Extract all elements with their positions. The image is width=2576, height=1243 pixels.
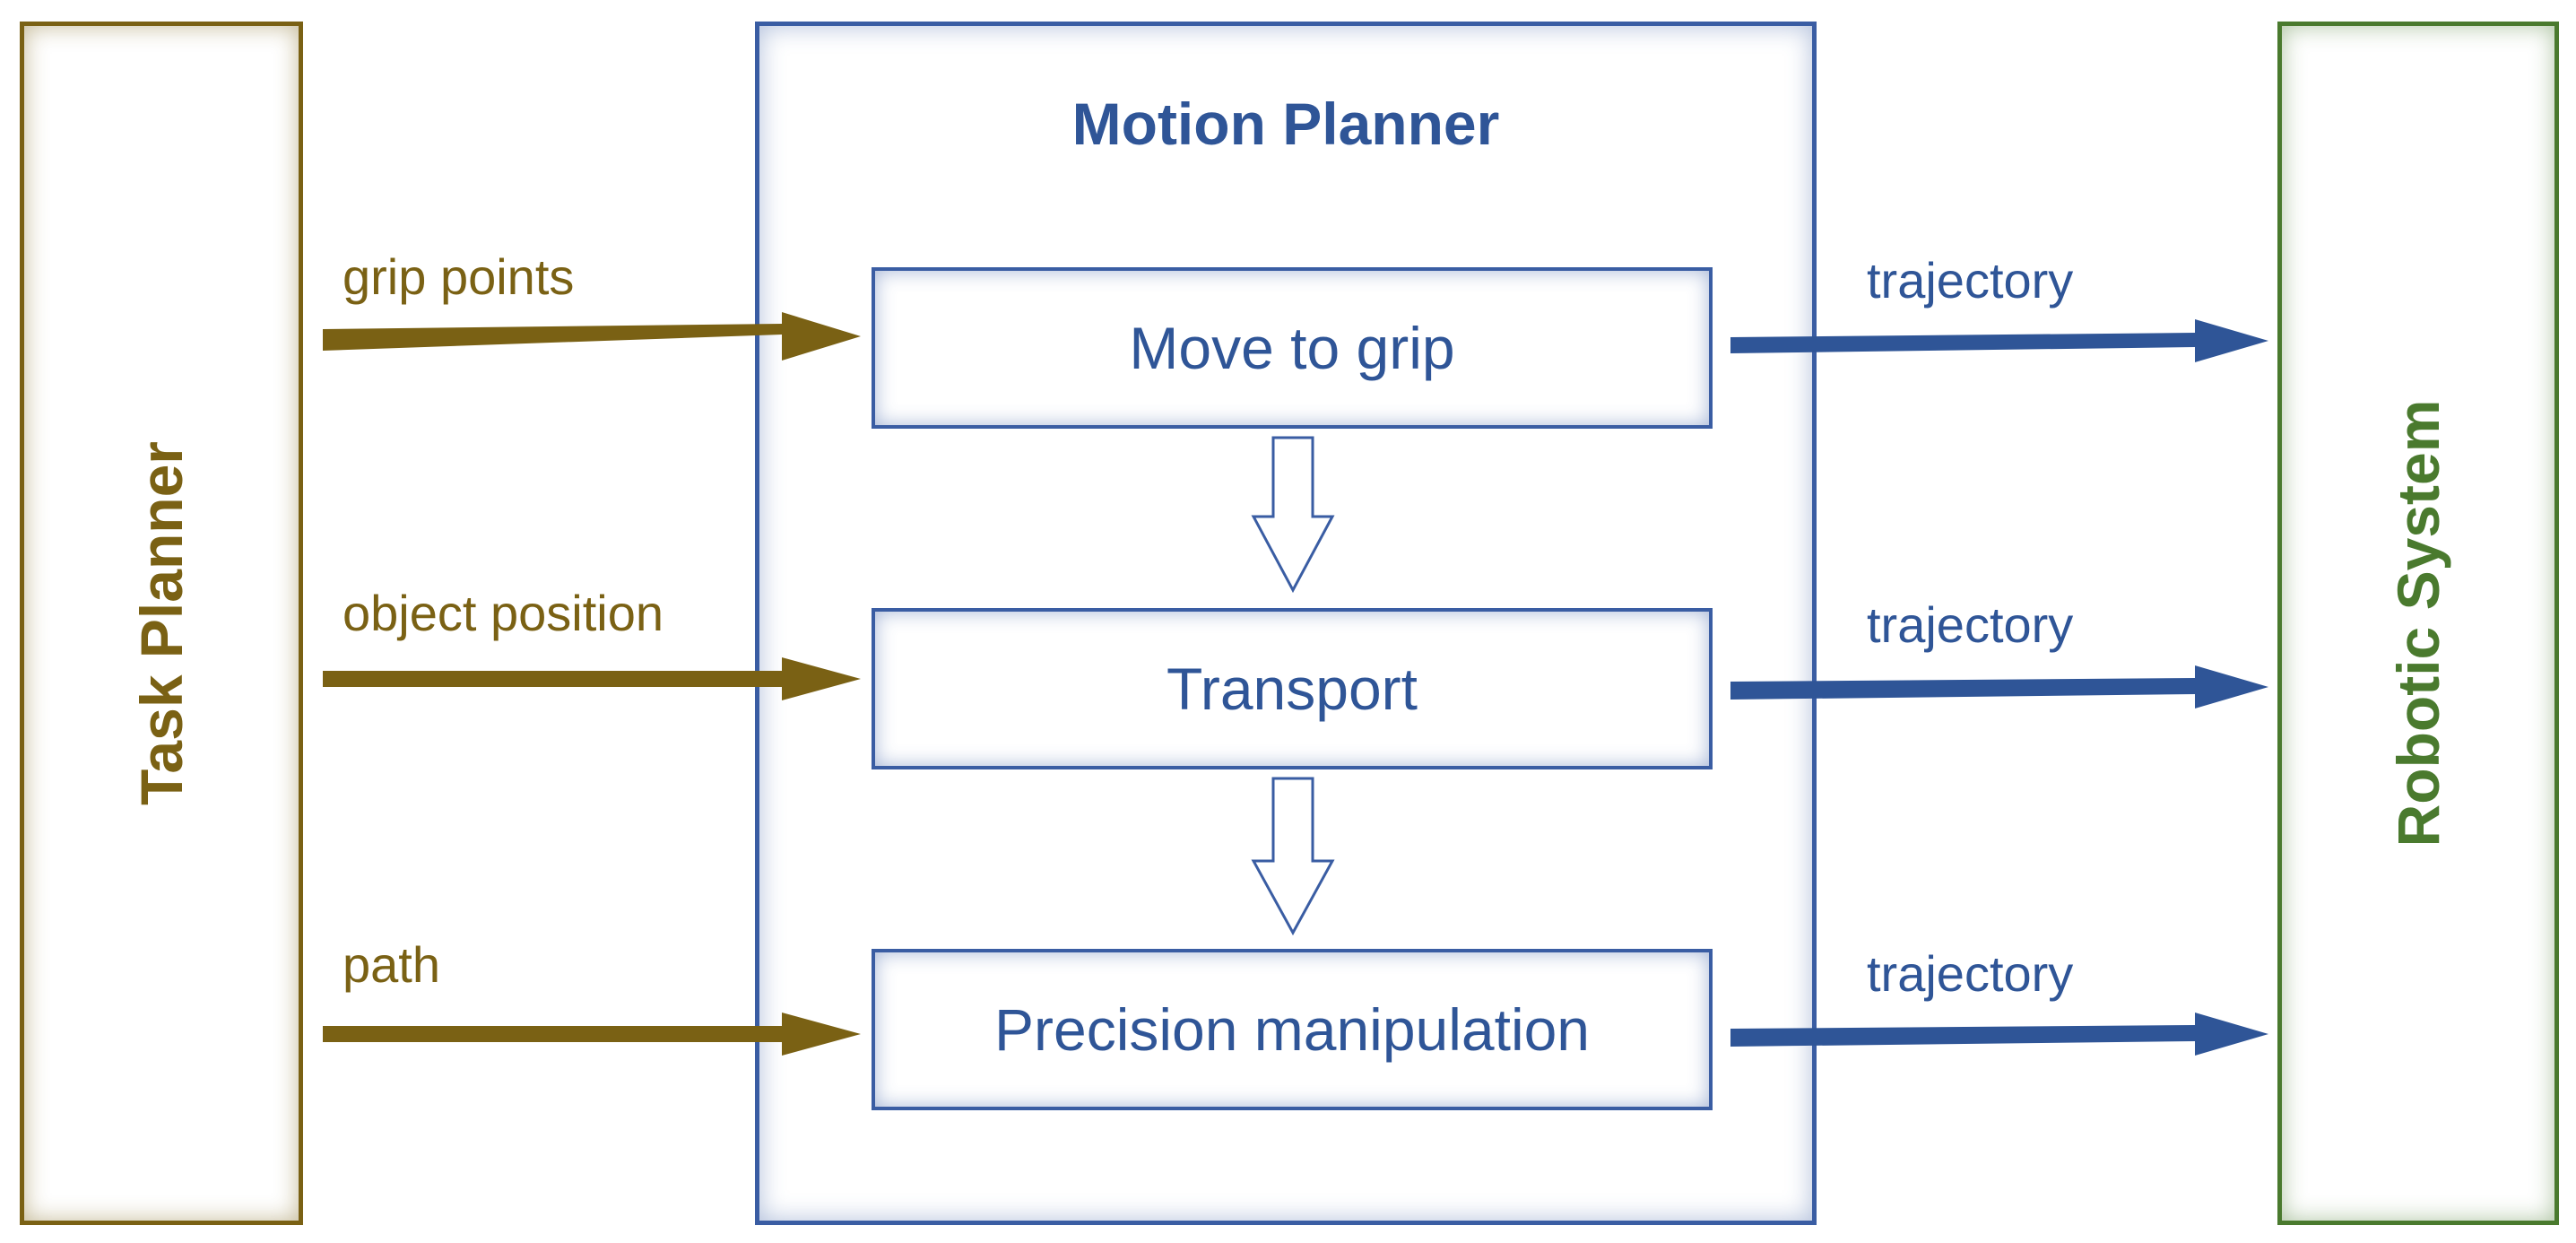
stage-move-to-grip: Move to grip [872, 267, 1713, 429]
task-planner-box: Task Planner [20, 22, 303, 1225]
stage-label: Move to grip [1129, 315, 1455, 381]
down-arrow-transport-to-precision [1251, 777, 1335, 936]
input-label-path: path [343, 936, 440, 993]
stage-label: Transport [1167, 656, 1418, 722]
stage-transport: Transport [872, 608, 1713, 769]
output-arrow-trajectory-3 [1730, 1013, 2268, 1056]
output-arrow-trajectory-1 [1730, 319, 2268, 362]
down-arrow-grip-to-transport [1251, 436, 1335, 594]
stage-label: Precision manipulation [993, 996, 1591, 1063]
input-arrow-object-position [323, 657, 861, 700]
stage-precision-manipulation: Precision manipulation [872, 949, 1713, 1110]
output-arrow-trajectory-2 [1730, 665, 2268, 708]
input-arrow-path [323, 1013, 861, 1056]
output-label-trajectory-3: trajectory [1867, 945, 2074, 1002]
input-label-grip-points: grip points [343, 248, 575, 305]
output-label-trajectory-1: trajectory [1867, 252, 2074, 309]
robotic-system-box: Robotic System [2277, 22, 2559, 1225]
motion-planner-title: Motion Planner [1071, 91, 1500, 157]
input-label-object-position: object position [343, 585, 664, 641]
input-arrow-grip-points [323, 312, 861, 361]
output-label-trajectory-2: trajectory [1867, 596, 2074, 653]
